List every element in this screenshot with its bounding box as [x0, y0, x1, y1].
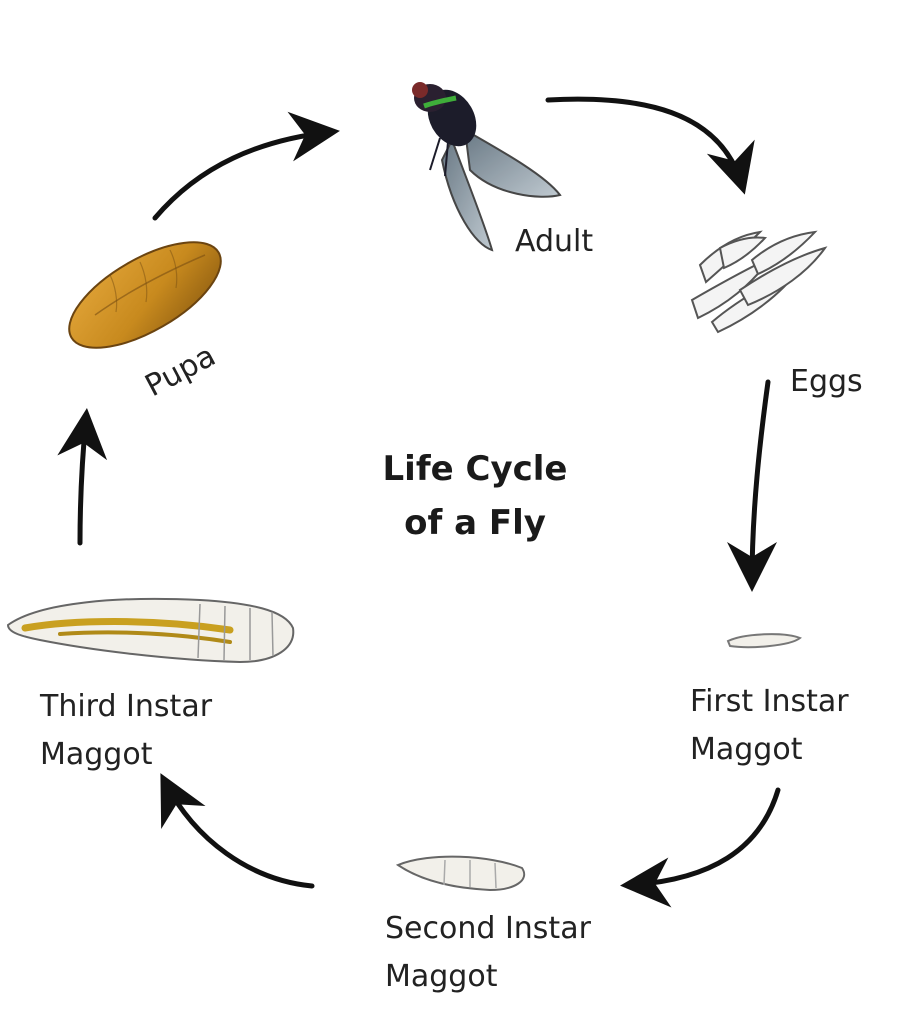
first-instar-maggot-illustration	[726, 633, 802, 649]
label-third-instar-line-1: Third Instar	[40, 689, 213, 724]
adult-fly-illustration	[412, 82, 562, 252]
label-third-instar: Third Instar Maggot	[40, 683, 212, 779]
label-first-instar: First Instar Maggot	[690, 678, 849, 774]
third-instar-maggot-illustration	[6, 597, 295, 664]
label-first-instar-line-1: First Instar	[690, 684, 849, 719]
label-first-instar-line-2: Maggot	[690, 732, 803, 767]
label-eggs: Eggs	[790, 364, 863, 399]
arrow-first-to-second-instar	[620, 787, 781, 908]
arrow-pupa-to-adult	[152, 111, 340, 221]
arrow-second-to-third-instar	[160, 773, 315, 889]
pupa-illustration	[68, 241, 222, 349]
arrow-eggs-to-first-instar	[727, 379, 778, 592]
arrow-third-instar-to-pupa	[57, 408, 108, 546]
label-second-instar-line-2: Maggot	[385, 959, 498, 994]
eggs-illustration	[690, 230, 828, 334]
label-second-instar-line-1: Second Instar	[385, 911, 591, 946]
label-second-instar: Second Instar Maggot	[385, 905, 591, 1001]
diagram-title: Life Cycle of a Fly	[330, 442, 620, 550]
label-third-instar-line-2: Maggot	[40, 737, 153, 772]
title-line-2: of a Fly	[404, 503, 546, 543]
cycle-arrows	[57, 96, 781, 908]
title-line-1: Life Cycle	[382, 449, 568, 489]
second-instar-maggot-illustration	[395, 855, 525, 892]
label-adult: Adult	[515, 224, 594, 259]
arrow-adult-to-eggs	[545, 96, 755, 195]
